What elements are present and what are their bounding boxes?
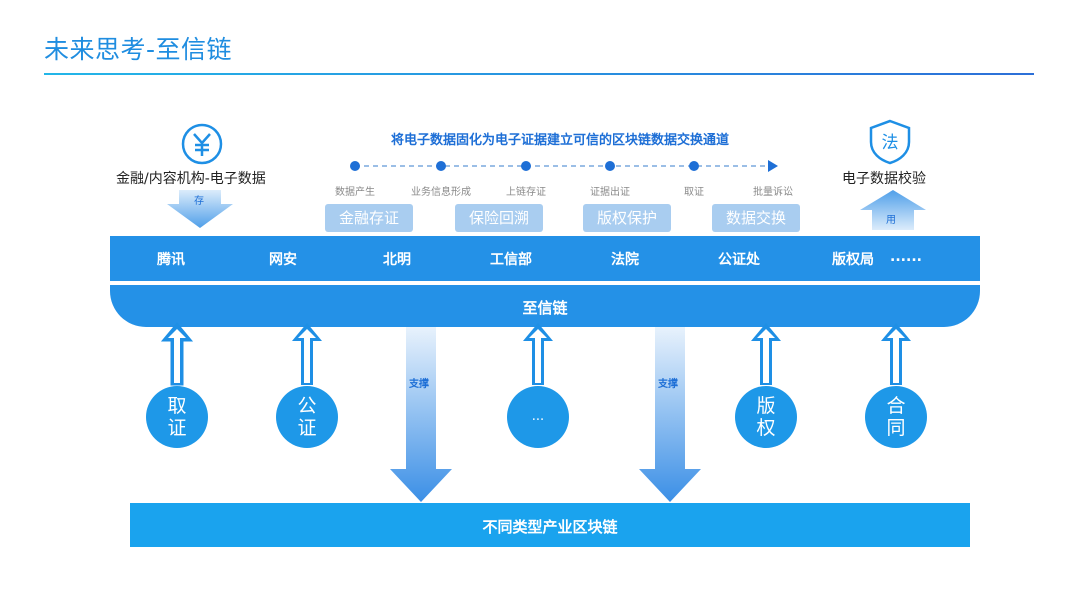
org-label: 网安 [269, 252, 297, 268]
foundation-label: 不同类型产业区块链 [482, 518, 618, 536]
use-arrow [860, 190, 926, 230]
usecase-line1: ... [531, 409, 545, 424]
support-arrow [639, 327, 701, 502]
org-label: 工信部 [490, 252, 532, 268]
flow-arrowhead [768, 160, 778, 172]
page-title: 未来思考-至信链 [44, 35, 233, 64]
up-arrow [160, 322, 194, 386]
flow-step: 取证 [684, 187, 704, 198]
flow-line [350, 160, 778, 172]
flow-dot [689, 161, 699, 171]
flow-dot [350, 161, 360, 171]
target-label: 电子数据校验 [842, 171, 926, 187]
flow-step: 证据出证 [590, 187, 630, 198]
store-arrow [167, 190, 233, 228]
title-divider [44, 73, 1034, 75]
usecase-line2: 证 [297, 417, 317, 439]
flow-step: 业务信息形成 [411, 187, 471, 198]
svg-text:法: 法 [882, 133, 899, 153]
chain-bar [110, 285, 980, 327]
flow-step: 上链存证 [506, 187, 546, 198]
usecase-line1: 版 [756, 395, 776, 417]
usecase-line2: 同 [886, 417, 906, 439]
usecase-circle: 版 权 [735, 386, 797, 448]
up-arrow [751, 323, 781, 385]
org-label: 公证处 [718, 252, 760, 268]
usecase-line1: 取 [167, 395, 187, 417]
store-arrow-label: 存 [194, 196, 204, 207]
foundation-bar [130, 503, 970, 547]
usecase-line1: 合 [886, 395, 906, 417]
up-arrow [523, 323, 553, 385]
flow-dot [605, 161, 615, 171]
org-label: 法院 [611, 252, 639, 268]
diagram-headline: 将电子数据固化为电子证据建立可信的区块链数据交换通道 [390, 133, 729, 148]
scenario-pill: 数据交换 [712, 204, 800, 232]
law-shield-icon: 法 [869, 119, 911, 165]
usecase-line2: 权 [756, 417, 776, 439]
flow-step: 批量诉讼 [753, 187, 793, 198]
support-label: 支撑 [409, 379, 429, 390]
flow-step: 数据产生 [335, 187, 375, 198]
up-arrow [292, 323, 322, 385]
organizations-bar [110, 236, 980, 281]
chain-name: 至信链 [522, 299, 568, 317]
usecase-line1: 公 [297, 395, 317, 417]
org-label: 北明 [383, 252, 411, 268]
flow-dot [436, 161, 446, 171]
usecase-circle: 公 证 [276, 386, 338, 448]
yuan-icon [181, 123, 223, 165]
org-label: ...... [890, 249, 922, 265]
scenario-pill: 金融存证 [325, 204, 413, 232]
up-arrow [881, 323, 911, 385]
usecase-circle: 合 同 [865, 386, 927, 448]
usecase-line2: 证 [167, 417, 187, 439]
support-label: 支撑 [658, 379, 678, 390]
source-label: 金融/内容机构-电子数据 [116, 171, 266, 187]
scenario-pill: 保险回溯 [455, 204, 543, 232]
usecase-circle: 取 证 [146, 386, 208, 448]
scenario-pill: 版权保护 [583, 204, 671, 232]
org-label: 腾讯 [157, 252, 185, 268]
flow-dot [521, 161, 531, 171]
support-arrow [390, 327, 452, 502]
use-arrow-label: 用 [886, 215, 896, 226]
usecase-circle: ... [507, 386, 569, 448]
org-label: 版权局 [832, 252, 874, 268]
